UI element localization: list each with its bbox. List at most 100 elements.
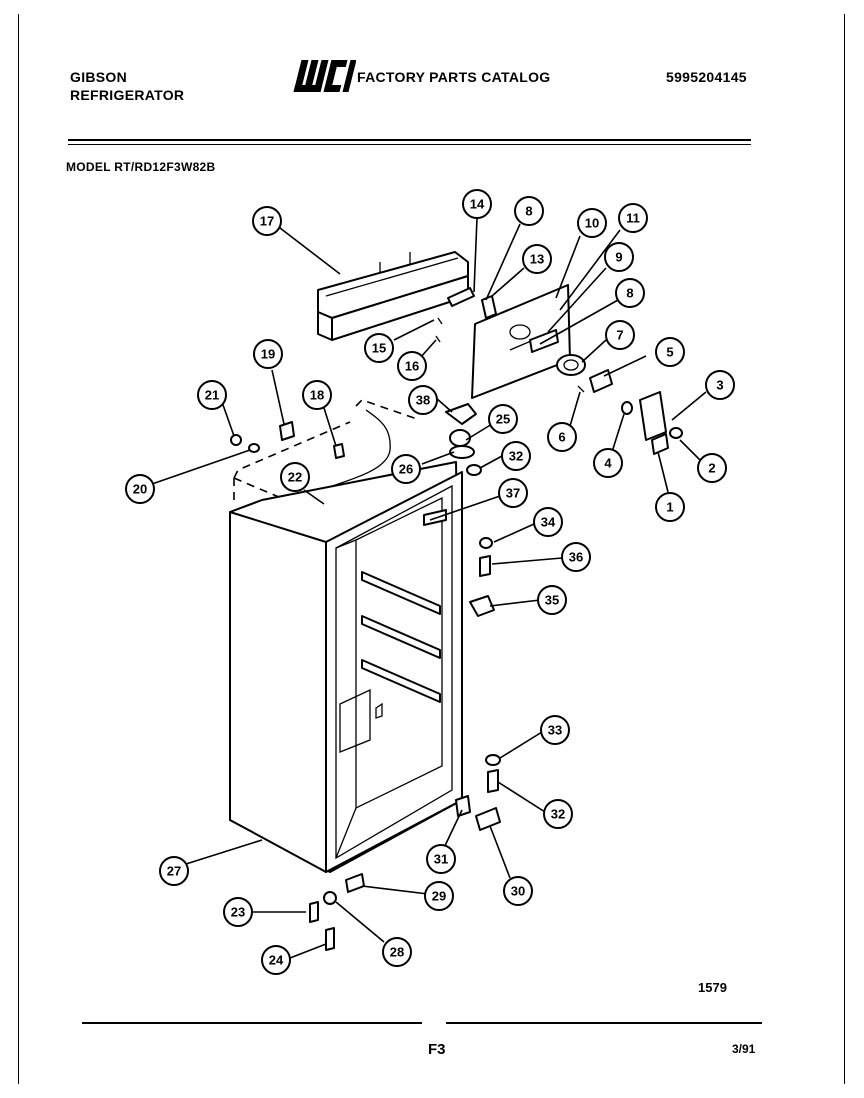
svg-text:29: 29 [432,889,446,904]
catalog-title: FACTORY PARTS CATALOG [357,69,551,85]
screw-23 [309,901,319,923]
svg-text:21: 21 [205,388,219,403]
svg-text:17: 17 [260,214,274,229]
callout-7: 7 [605,320,635,350]
callout-37: 37 [498,478,528,508]
clip-20 [248,443,260,453]
svg-text:38: 38 [416,393,430,408]
brand-name: GIBSON [70,69,128,85]
callout-25: 26 [391,454,421,484]
svg-text:27: 27 [167,864,181,879]
svg-text:31: 31 [434,852,448,867]
illustration-number: 1579 [698,980,727,995]
svg-text:4: 4 [604,456,612,471]
cabinet-body [229,461,463,873]
brand-block: GIBSON REFRIGERATOR [70,68,184,104]
callout-9: 9 [604,242,634,272]
cover-bracket [447,287,497,319]
screw-27 [325,927,335,951]
footer-rule-left [82,1022,422,1024]
svg-text:26: 26 [399,462,413,477]
svg-text:16: 16 [405,359,419,374]
callout-14: 14 [462,189,492,219]
svg-text:18: 18 [310,388,324,403]
callout-33-top: 32 [501,441,531,471]
callout-10: 10 [577,208,607,238]
callout-23: 23 [223,897,253,927]
revision-date: 3/91 [732,1042,756,1056]
wci-logo [293,60,356,92]
bottom-hinge-30 [475,807,501,831]
callout-35: 35 [537,585,567,615]
svg-text:9: 9 [615,250,622,265]
model-number: MODEL RT/RD12F3W82B [66,160,216,174]
svg-text:35: 35 [545,593,559,608]
svg-text:5: 5 [666,345,673,360]
svg-text:30: 30 [511,884,525,899]
svg-text:3: 3 [716,378,723,393]
svg-text:14: 14 [470,197,485,212]
callout-33-bottom: 33 [540,715,570,745]
leveling-leg-29 [345,873,365,893]
callout-27: 24 [261,945,291,975]
callout-1: 1 [655,492,685,522]
screw-31 [455,795,471,817]
callout-21: 21 [197,380,227,410]
dashed-outline [233,421,353,529]
hinge-cap-33-bottom [485,754,501,766]
callout-32: 32 [543,799,573,829]
callout-28: 28 [382,937,412,967]
callout-30: 30 [503,876,533,906]
page-label: F3 [428,1041,446,1058]
callout-18: 18 [302,380,332,410]
svg-text:19: 19 [261,347,275,362]
callout-26: 27 [159,856,189,886]
svg-text:24: 24 [269,953,284,968]
callout-11: 11 [618,203,648,233]
hinge-pin-36 [479,555,491,577]
callout-29: 29 [424,881,454,911]
callout-34: 34 [533,507,563,537]
callout-8: 8 [615,278,645,308]
svg-text:20: 20 [133,482,147,497]
screw-18 [333,443,345,459]
callout-16: 16 [397,351,427,381]
screw-6 [577,385,585,393]
callout-13: 13 [522,244,552,274]
svg-text:36: 36 [569,550,583,565]
callout-36: 36 [561,542,591,572]
svg-text:10: 10 [585,216,599,231]
svg-text:37: 37 [506,486,520,501]
callout-31: 31 [426,844,456,874]
svg-text:8: 8 [525,204,532,219]
svg-text:33: 33 [548,723,562,738]
callout-6: 6 [547,422,577,452]
hinge-pin-32 [487,769,499,793]
callout-8-top: 8 [514,196,544,226]
svg-text:32: 32 [509,449,523,464]
svg-text:25: 25 [496,412,510,427]
svg-text:8: 8 [626,286,633,301]
svg-text:23: 23 [231,905,245,920]
light-switch-assembly [621,391,683,455]
thermostat-knob [556,354,586,376]
sensor-19 [279,421,295,441]
product-type: REFRIGERATOR [70,87,185,103]
svg-text:11: 11 [626,211,640,226]
svg-text:7: 7 [616,328,623,343]
callout-22: 22 [280,462,310,492]
dashed-harness [355,399,421,421]
callout-38: 38 [408,385,438,415]
header-rule-bottom [68,144,751,145]
callout-20: 20 [125,474,155,504]
callout-5: 5 [655,337,685,367]
roller-28 [323,891,337,905]
svg-text:28: 28 [390,945,404,960]
svg-text:34: 34 [541,515,556,530]
svg-text:32: 32 [551,807,565,822]
callout-2: 2 [697,453,727,483]
callout-17: 17 [252,206,282,236]
callout-3: 3 [705,370,735,400]
svg-text:13: 13 [530,252,544,267]
